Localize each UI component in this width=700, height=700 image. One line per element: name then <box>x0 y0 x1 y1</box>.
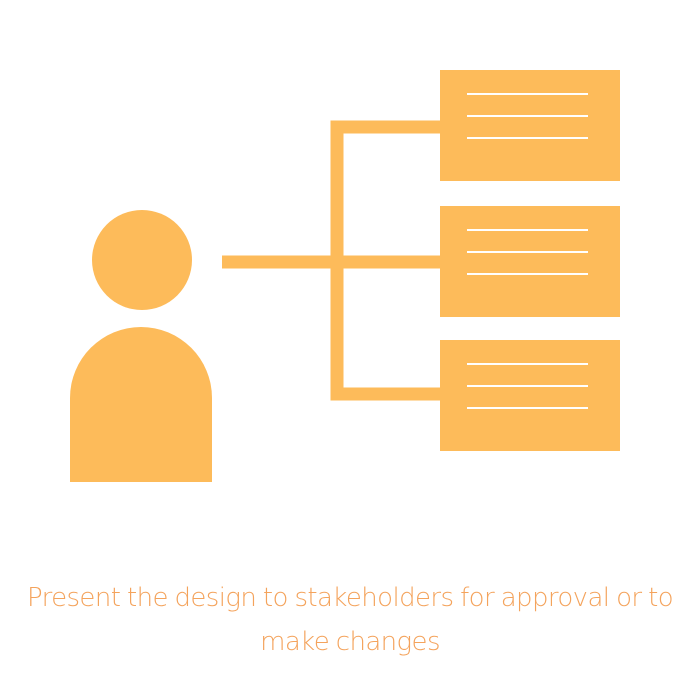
person-head <box>92 210 192 310</box>
document-card-3 <box>440 340 620 451</box>
document-card-2 <box>440 206 620 317</box>
person-icon <box>70 210 212 482</box>
presentation-illustration <box>70 70 620 482</box>
person-body <box>70 327 212 482</box>
document-card-1 <box>440 70 620 181</box>
caption-text: Present the design to stakeholders for a… <box>26 583 674 657</box>
document-cards <box>440 70 620 451</box>
document-icon <box>440 206 620 317</box>
connector-lines <box>222 120 441 401</box>
document-icon <box>440 70 620 181</box>
branch-connector <box>330 120 441 401</box>
document-icon <box>440 340 620 451</box>
